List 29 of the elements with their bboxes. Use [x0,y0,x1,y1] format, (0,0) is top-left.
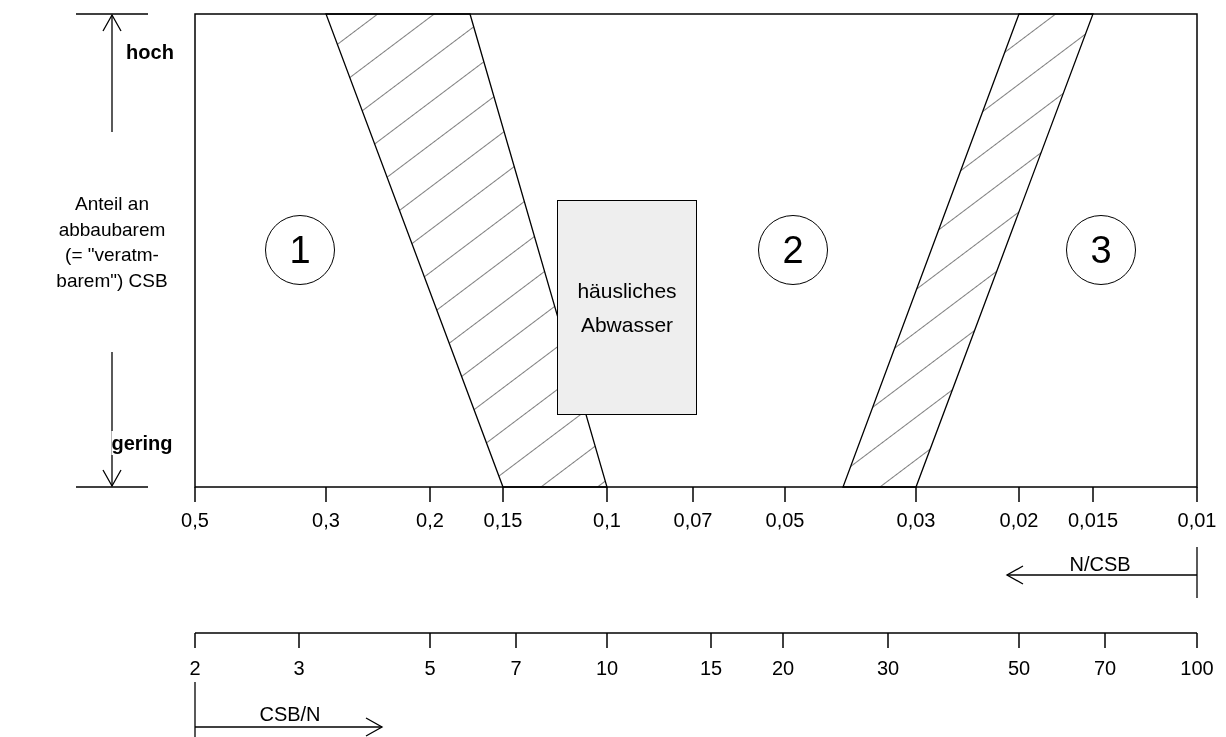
tick-label: 0,5 [181,508,209,532]
tick-label: 0,05 [765,508,805,532]
tick-label: 70 [1093,656,1117,680]
tick-label: 0,1 [593,508,621,532]
tick-label: 5 [424,656,436,680]
tick-label: 7 [510,656,522,680]
tick-label: 15 [699,656,723,680]
tick-label: 0,01 [1177,508,1217,532]
axis-level-label: gering [111,431,173,455]
tick-label: 0,07 [673,508,713,532]
axis-title: N/CSB [1069,552,1131,576]
tick-label: 0,3 [312,508,340,532]
tick-label: 30 [876,656,900,680]
tick-label: 0,03 [896,508,936,532]
tick-label: 0,15 [483,508,523,532]
numbered-circle: 2 [758,215,828,285]
numbered-circle: 1 [265,215,335,285]
tick-label: 10 [595,656,619,680]
numbered-circle: 3 [1066,215,1136,285]
tick-label: 0,2 [416,508,444,532]
tick-label: 0,015 [1067,508,1119,532]
tick-label: 20 [771,656,795,680]
tick-label: 2 [189,656,201,680]
tick-label: 100 [1180,656,1214,680]
axis-title: CSB/N [259,702,321,726]
tick-label: 50 [1007,656,1031,680]
sample-box: häusliches Abwasser [557,200,697,415]
tick-label: 3 [293,656,305,680]
tick-label: 0,02 [999,508,1039,532]
